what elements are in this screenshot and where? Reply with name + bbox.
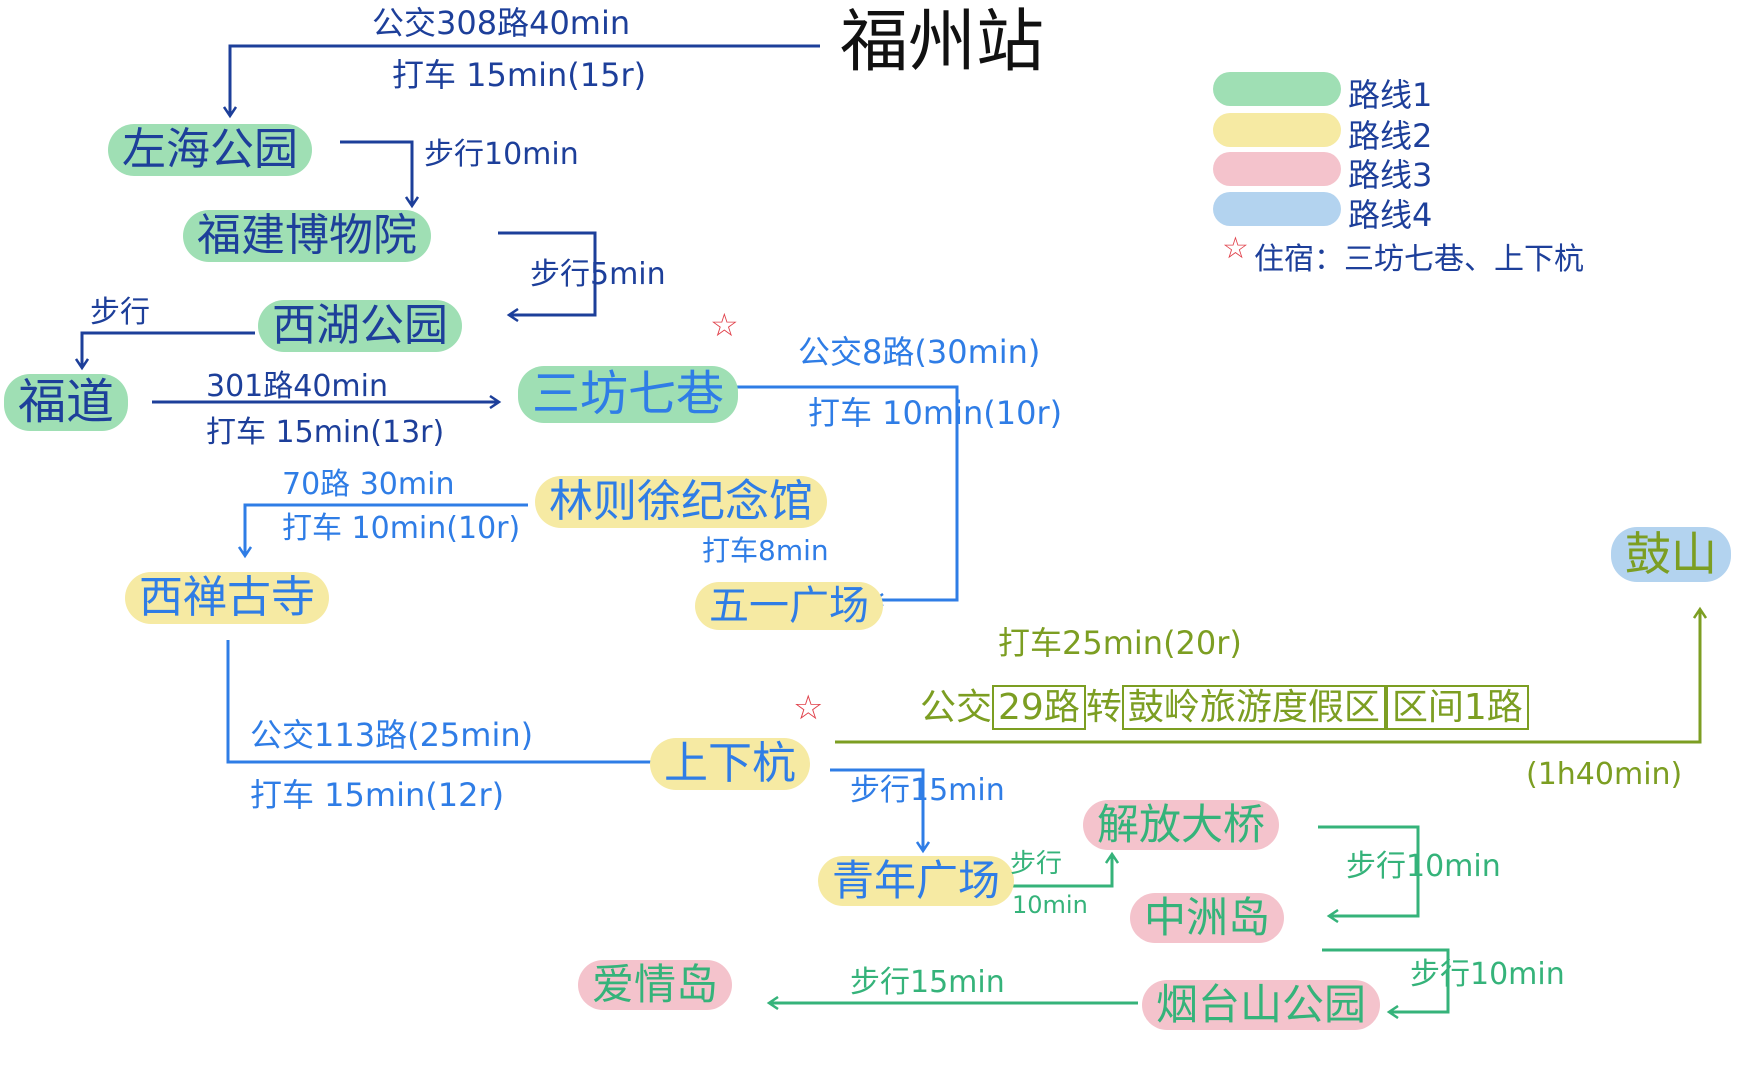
node-xihu: 西湖公园 xyxy=(258,300,462,353)
label-sxh-walk: 步行15min xyxy=(850,773,1005,808)
label-station-bus: 公交308路40min xyxy=(372,4,631,42)
node-wuyi: 五一广场 xyxy=(695,582,883,630)
arrow-sanfang-to-wuyi xyxy=(718,385,959,600)
node-fudao: 福道 xyxy=(4,374,129,431)
label-xihu-walk: 步行 xyxy=(90,295,150,330)
label-station-taxi: 打车 15min(15r) xyxy=(392,56,647,94)
legend-label-3: 路线3 xyxy=(1348,156,1433,194)
arrow-jiefang-to-zhongzhou xyxy=(1318,825,1420,916)
arrow-zuohai-to-museum xyxy=(340,140,412,205)
node-jiefang: 解放大桥 xyxy=(1083,800,1280,851)
label-sanfang-taxi: 打车 10min(10r) xyxy=(808,394,1063,432)
legend-label-1: 路线1 xyxy=(1348,76,1433,114)
label-qingnian-walk-a: 步行 xyxy=(1010,849,1063,879)
node-fujian-museum: 福建博物院 xyxy=(183,210,431,263)
label-museum-walk: 步行5min xyxy=(530,257,666,292)
node-zhongzhou: 中洲岛 xyxy=(1130,893,1285,944)
node-aiqing: 爱情岛 xyxy=(578,960,733,1011)
arrow-qingnian-to-jiefang xyxy=(1010,855,1112,888)
node-xichan: 西禅古寺 xyxy=(125,572,329,625)
arrow-museum-to-xihu xyxy=(498,231,597,315)
label-zuohai-walk: 步行10min xyxy=(424,137,579,172)
label-guling-bus-a: 公交 xyxy=(920,687,993,728)
label-jiefang-walk: 步行10min xyxy=(1346,849,1501,884)
star-icon: ☆ xyxy=(1222,231,1249,266)
label-guling-bus-c: 转 xyxy=(1085,687,1122,728)
node-zuohai: 左海公园 xyxy=(108,124,312,177)
label-xichan-bus: 公交113路(25min) xyxy=(250,716,534,754)
node-qingnian: 青年广场 xyxy=(818,856,1015,907)
label-fudao-bus: 301路40min xyxy=(206,369,389,404)
arrow-zhongzhou-to-yantai xyxy=(1322,948,1450,1012)
node-sanfang: 三坊七巷 xyxy=(518,366,739,423)
legend-swatch-2 xyxy=(1213,113,1341,147)
star-icon-sanfang: ☆ xyxy=(710,306,739,344)
arrow-xichan-to-sxh xyxy=(226,640,667,762)
legend-swatch-3 xyxy=(1213,152,1341,186)
label-guling-bus-b: 29路 xyxy=(992,685,1086,730)
arrow-sxh-to-qingnian xyxy=(830,768,923,850)
legend-stay-label: 住宿：三坊七巷、上下杭 xyxy=(1254,242,1584,277)
label-xichan-taxi: 打车 15min(12r) xyxy=(250,776,505,814)
arrow-station-to-zuohai xyxy=(230,44,820,115)
arrow-linzexu-to-xichan xyxy=(245,503,528,555)
label-guling-bus-e: 区间1路 xyxy=(1385,685,1529,730)
label-fudao-taxi: 打车 15min(13r) xyxy=(206,415,445,450)
label-qingnian-walk-b: 10min xyxy=(1012,891,1088,919)
legend-swatch-4 xyxy=(1213,192,1341,226)
label-guling-time: (1h40min) xyxy=(1526,757,1683,792)
label-linzexu-wuyi: 打车8min xyxy=(702,534,829,567)
label-linzexu-taxi: 打车 10min(10r) xyxy=(282,511,521,546)
label-zhongzhou-walk: 步行10min xyxy=(1410,957,1565,992)
arrow-sxh-to-guling xyxy=(835,610,1700,744)
legend-label-4: 路线4 xyxy=(1348,196,1433,234)
arrow-xihu-to-fudao xyxy=(82,331,255,367)
legend-label-2: 路线2 xyxy=(1348,117,1433,155)
node-shangxiahang: 上下杭 xyxy=(650,738,810,791)
label-linzexu-bus: 70路 30min xyxy=(282,467,455,502)
label-sanfang-bus: 公交8路(30min) xyxy=(798,333,1041,371)
label-guling-bus-d: 鼓岭旅游度假区 xyxy=(1121,685,1386,730)
legend-swatch-1 xyxy=(1213,72,1341,106)
label-guling-taxi: 打车25min(20r) xyxy=(998,624,1242,662)
node-yantaishan: 烟台山公园 xyxy=(1142,980,1381,1031)
station-title: 福州站 xyxy=(840,3,1045,82)
node-guling: 鼓山 xyxy=(1611,527,1731,582)
node-linzexu: 林则徐纪念馆 xyxy=(535,476,827,529)
label-yantai-walk: 步行15min xyxy=(850,965,1005,1000)
star-icon-shangxiahang: ☆ xyxy=(793,688,824,728)
